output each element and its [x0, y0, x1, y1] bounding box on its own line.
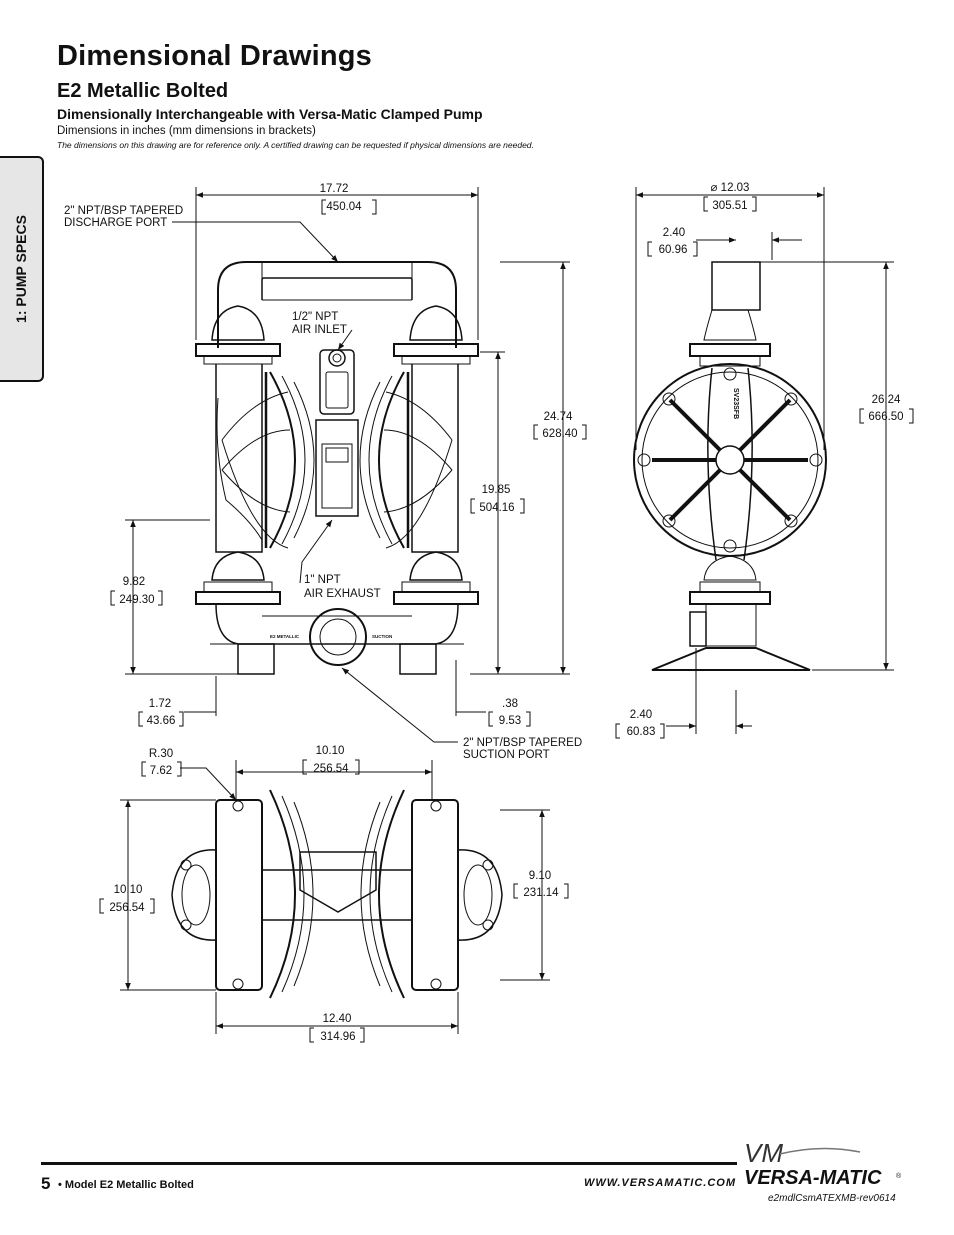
air-inlet-label-2: AIR INLET [292, 324, 347, 336]
versa-matic-logo: VM VERSA-MATIC ® [744, 1138, 902, 1189]
dia-mm: 305.51 [712, 200, 747, 212]
foot-mm: 43.66 [147, 715, 176, 727]
width-mm: 450.04 [326, 201, 362, 213]
front-view: 17.72 450.04 2" NPT/BSP TAPERED DISCHARG… [64, 183, 587, 761]
logo-monogram: VM [744, 1138, 783, 1168]
side-view: ⌀ 12.03 305.51 2.40 60.96 26.24 666.50 2… [615, 182, 914, 739]
suction-label-2: SUCTION PORT [463, 749, 550, 761]
suction-manifold [210, 603, 464, 675]
upper-flanges [195, 305, 479, 365]
top-in: 2.40 [663, 227, 685, 239]
offset-mm: 9.53 [499, 715, 521, 727]
base-mm: 60.83 [627, 726, 656, 738]
footer-rule [41, 1162, 737, 1165]
dia-in-value: 12.03 [721, 182, 750, 194]
height-mm: 666.50 [868, 411, 903, 423]
h1-in: 24.74 [544, 411, 573, 423]
exhaust-label-1: 1" NPT [304, 574, 341, 586]
left-housing [215, 364, 291, 553]
right-h-mm: 231.14 [523, 887, 559, 899]
height-in: 26.24 [872, 394, 901, 406]
foot-in: 1.72 [149, 698, 171, 710]
h2-mm: 504.16 [479, 502, 514, 514]
discharge-label-2: DISCHARGE PORT [64, 217, 167, 229]
top-view: R.30 7.62 10.10 256.54 10.10 256.54 9.10… [99, 745, 569, 1043]
width-in: 17.72 [320, 183, 349, 195]
bottom-in: 12.40 [323, 1013, 352, 1025]
h3-mm: 249.30 [119, 594, 154, 606]
h1-mm: 628.40 [542, 428, 577, 440]
page-title: Dimensional Drawings [57, 40, 373, 72]
section-tab[interactable]: 1: PUMP SPECS [0, 156, 44, 382]
offset-in: .38 [502, 698, 518, 710]
dimensional-drawing: 17.72 450.04 2" NPT/BSP TAPERED DISCHARG… [64, 182, 914, 1043]
side-dimensions [635, 187, 894, 734]
right-housing [383, 364, 459, 553]
page-number: 5 [41, 1174, 51, 1193]
base-in: 2.40 [630, 709, 652, 721]
top-mm: 60.96 [659, 244, 688, 256]
bottom-mm: 314.96 [320, 1031, 355, 1043]
side-body [633, 363, 827, 561]
right-h-in: 9.10 [529, 870, 551, 882]
front-dimensions [125, 187, 570, 743]
units-note: Dimensions in inches (mm dimensions in b… [57, 125, 316, 137]
air-inlet-label-1: 1/2" NPT [292, 311, 338, 323]
left-h-in: 10.10 [114, 884, 143, 896]
suction-label-1: 2" NPT/BSP TAPERED [463, 737, 582, 749]
exhaust-label-2: AIR EXHAUST [304, 588, 381, 600]
side-top [689, 261, 771, 367]
radius-mm: 7.62 [150, 765, 172, 777]
section-subtitle: E2 Metallic Bolted [57, 80, 229, 102]
plate-right: SUCTION [372, 634, 392, 639]
discharge-manifold [217, 261, 457, 348]
span-mm: 256.54 [313, 763, 349, 775]
diaphragm-ribs [264, 371, 410, 549]
top-dimensions [120, 760, 550, 1034]
span-in: 10.10 [316, 745, 345, 757]
revision-code: e2mdlCsmATEXMB-rev0614 [768, 1193, 896, 1204]
h2-in: 19.85 [482, 484, 511, 496]
top-body [171, 789, 503, 999]
registered-mark: ® [896, 1172, 902, 1180]
radius-in: R.30 [149, 748, 173, 760]
h3-in: 9.82 [123, 576, 145, 588]
left-h-mm: 256.54 [109, 902, 145, 914]
logo-wordmark: VERSA-MATIC [744, 1167, 882, 1189]
footer-url[interactable]: WWW.VERSAMATIC.COM [584, 1177, 737, 1189]
disclaimer: The dimensions on this drawing are for r… [57, 140, 534, 150]
air-valve-block [315, 349, 359, 517]
plate-left: E2 METALLIC [270, 634, 300, 639]
casting-mark: SV23SFB [732, 388, 739, 419]
discharge-label-1: 2" NPT/BSP TAPERED [64, 205, 183, 217]
lower-flanges [195, 551, 479, 605]
side-bottom [651, 555, 811, 671]
section-subheading: Dimensionally Interchangeable with Versa… [57, 106, 483, 122]
dia-in: ⌀ 12.03 [711, 182, 750, 194]
footer-model: • Model E2 Metallic Bolted [58, 1179, 194, 1191]
